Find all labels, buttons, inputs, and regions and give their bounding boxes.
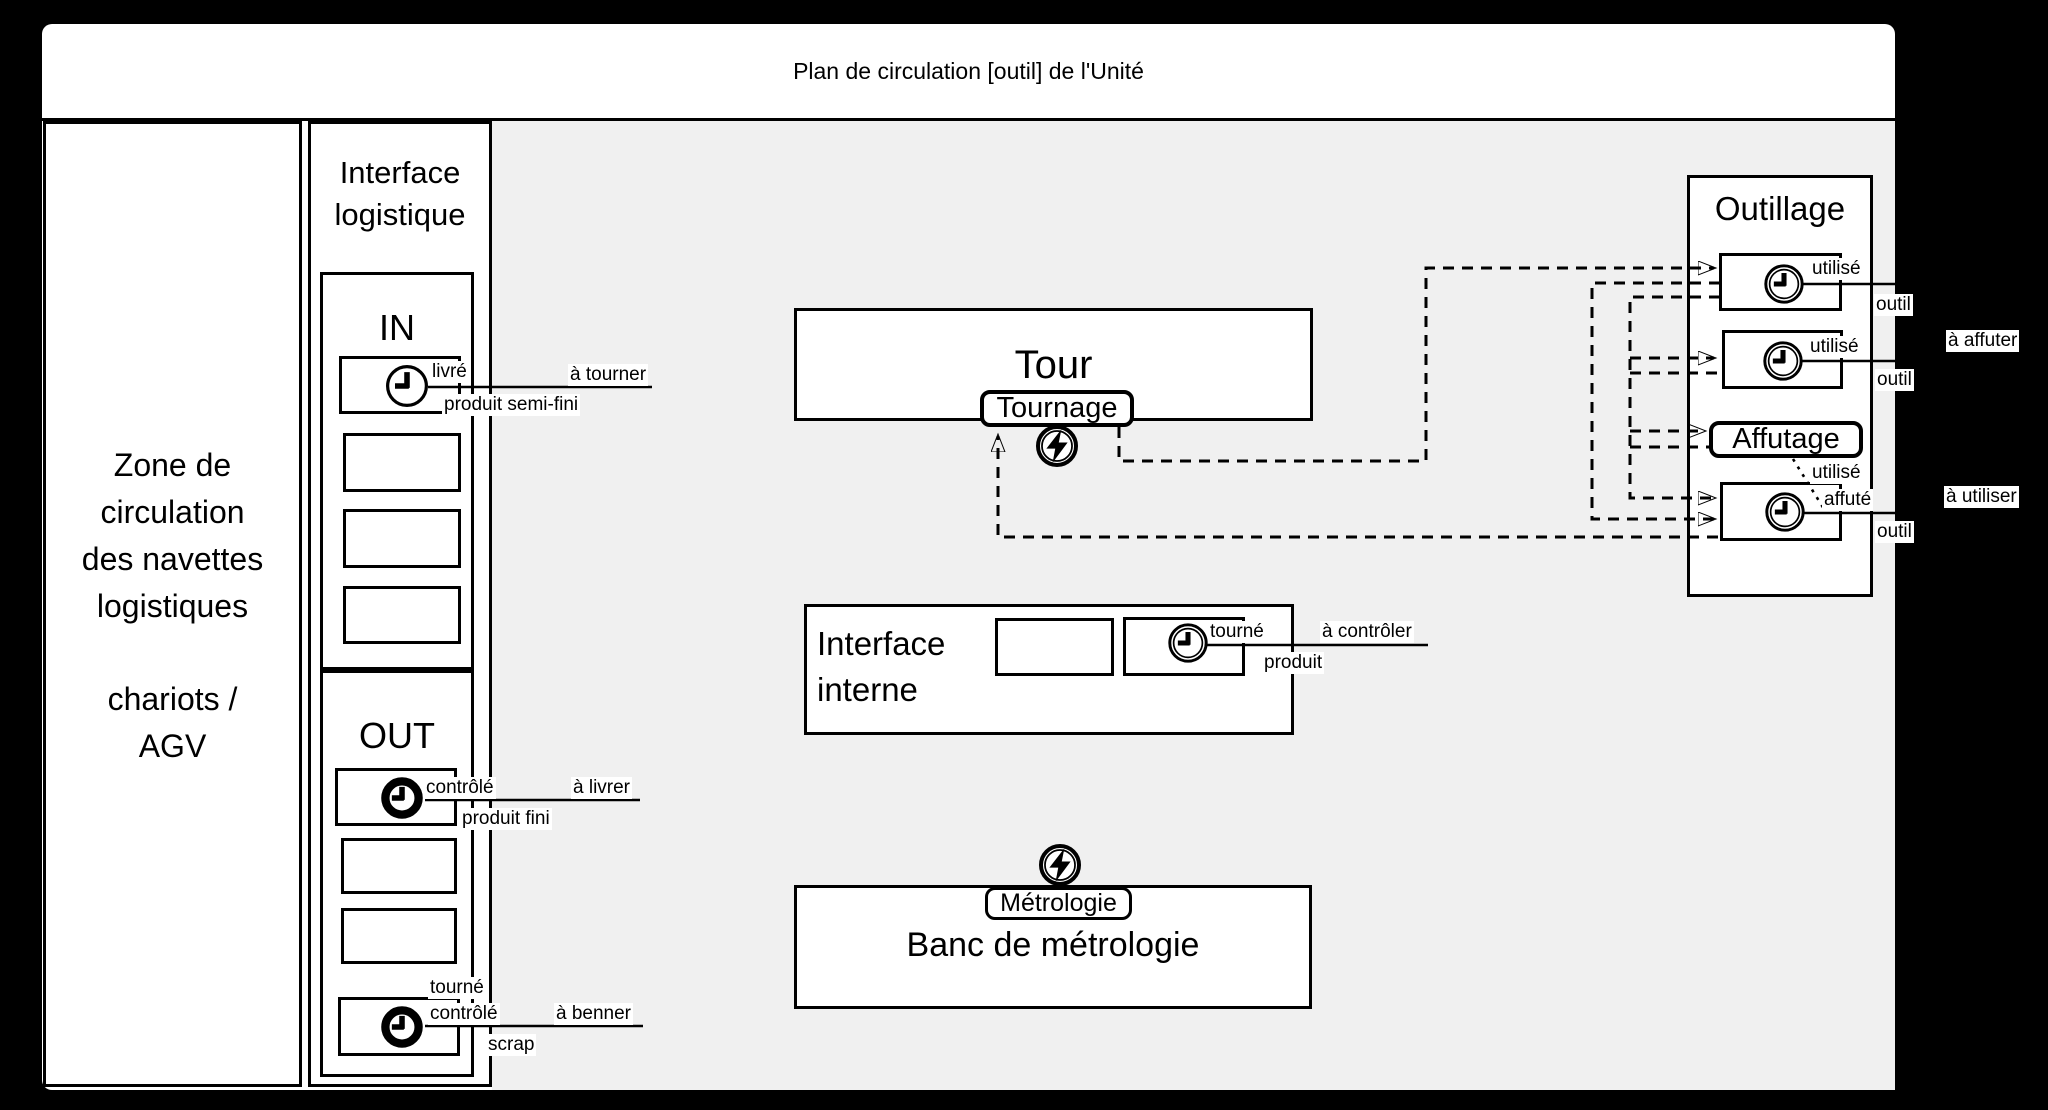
zone-navettes-panel: Zone de circulation des navettes logisti… (43, 121, 302, 1087)
out-section-label: OUT (359, 715, 435, 756)
state-label-controle-out: contrôlé (428, 1003, 500, 1025)
flash-icon (1037, 842, 1083, 888)
state-label-utilise-1: utilisé (1810, 258, 1863, 280)
clock-icon (378, 1003, 426, 1051)
tour-title: Tour (1014, 343, 1093, 387)
route-label-a-utiliser: à utiliser (1944, 486, 2019, 508)
title-band: Plan de circulation [outil] de l'Unité (42, 24, 1895, 121)
in-slot-empty-1 (343, 433, 461, 492)
state-label-livre: livré (430, 361, 469, 383)
item-label-produit: produit (1262, 652, 1325, 674)
state-label-affute-3: affuté (1822, 489, 1874, 511)
clock-icon (378, 774, 426, 822)
state-label-tourne-out: tourné (428, 977, 486, 999)
zone-chariots-agv-label: chariots / AGV (107, 681, 238, 764)
state-label-controle: contrôlé (424, 777, 496, 799)
route-label-a-controler: à contrôler (1320, 621, 1414, 643)
interface-logistique-title: Interface logistique (334, 155, 466, 232)
clock-icon (383, 362, 431, 410)
metrologie-process-badge: Métrologie (985, 887, 1132, 920)
clock-icon (1763, 490, 1807, 534)
item-label-scrap: scrap (486, 1034, 537, 1056)
flash-icon (1034, 423, 1080, 469)
out-slot-empty-2 (341, 908, 457, 964)
item-label-outil-2: outil (1875, 369, 1914, 391)
route-label-a-benner: à benner (554, 1003, 634, 1025)
affutage-process-badge: Affutage (1709, 421, 1863, 458)
state-label-utilise-3: utilisé (1810, 462, 1863, 484)
clock-icon (1166, 621, 1210, 665)
banc-metrologie-title: Banc de métrologie (906, 926, 1200, 964)
route-label-a-tourner: à tourner (568, 364, 649, 386)
outillage-title: Outillage (1714, 190, 1846, 227)
item-label-outil-3: outil (1875, 521, 1914, 543)
item-label-outil-1: outil (1874, 294, 1913, 316)
zone-navettes-label: Zone de circulation des navettes logisti… (81, 447, 264, 624)
out-slot-empty-1 (341, 838, 457, 894)
state-label-tourne-interne: tourné (1208, 621, 1266, 643)
interne-slot-empty (995, 618, 1114, 676)
clock-icon (1761, 339, 1805, 383)
tournage-process-badge: Tournage (980, 390, 1134, 427)
state-label-utilise-2: utilisé (1808, 336, 1861, 358)
page-title: Plan de circulation [outil] de l'Unité (793, 57, 1144, 84)
in-slot-empty-2 (343, 509, 461, 568)
in-section-label: IN (379, 307, 415, 348)
route-label-a-livrer: à livrer (571, 777, 633, 799)
item-label-produit-semi-fini: produit semi-fini (442, 394, 581, 416)
item-label-produit-fini: produit fini (460, 808, 552, 830)
in-slot-empty-3 (343, 586, 461, 644)
interface-interne-title: Interface interne (817, 625, 946, 708)
banc-metrologie-node: Banc de métrologie (794, 885, 1312, 1009)
route-label-a-affuter: à affuter (1946, 330, 2020, 352)
clock-icon (1762, 262, 1806, 306)
